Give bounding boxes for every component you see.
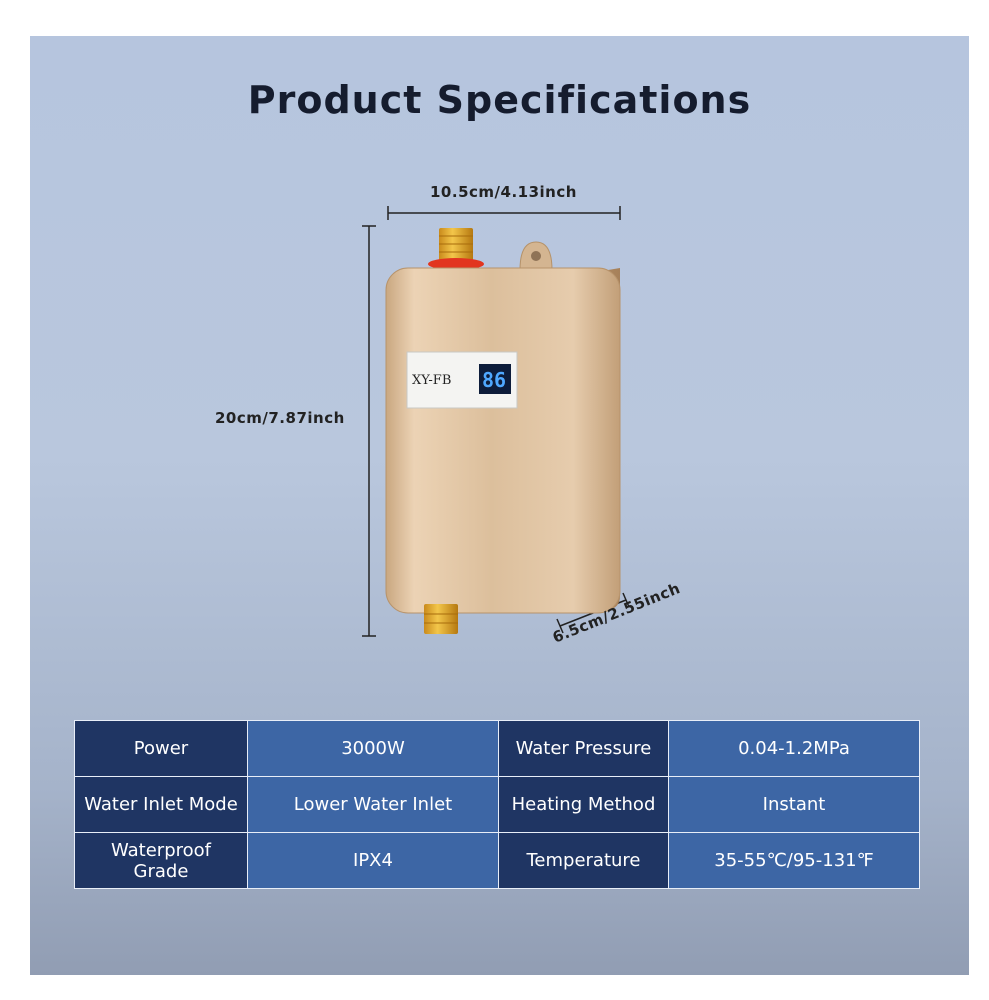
bottom-pipe-fitting [424, 604, 458, 634]
width-dimension-label: 10.5cm/4.13inch [430, 183, 577, 201]
height-dimension-label: 20cm/7.87inch [215, 409, 345, 427]
spec-value: 0.04-1.2MPa [668, 720, 920, 777]
device-illustration: XY-FB 86 [362, 206, 630, 637]
spec-label: Heating Method [498, 776, 669, 833]
spec-value: Instant [668, 776, 920, 833]
table-row: Power 3000W Water Pressure 0.04-1.2MPa [74, 720, 920, 777]
height-dimension-line [362, 225, 376, 637]
device-body [386, 268, 620, 613]
spec-value: Lower Water Inlet [247, 776, 499, 833]
spec-label: Power [74, 720, 248, 777]
hanging-tab [519, 241, 553, 271]
spec-table: Power 3000W Water Pressure 0.04-1.2MPa W… [74, 720, 920, 889]
spec-value: IPX4 [247, 832, 499, 889]
spec-value: 35-55℃/95-131℉ [668, 832, 920, 889]
display-panel [406, 351, 518, 409]
spec-label: Water Inlet Mode [74, 776, 248, 833]
page-title: Product Specifications [247, 78, 752, 122]
spec-label: Water Pressure [498, 720, 669, 777]
top-pipe-fitting [428, 228, 484, 270]
spec-value: 3000W [247, 720, 499, 777]
temperature-display: 86 [482, 368, 506, 392]
spec-label: Temperature [498, 832, 669, 889]
product-spec-panel: Product Specifications [30, 36, 969, 975]
width-dimension-line [387, 206, 621, 220]
model-label: XY-FB [412, 373, 451, 388]
table-row: Water Inlet Mode Lower Water Inlet Heati… [74, 776, 920, 833]
table-row: Waterproof Grade IPX4 Temperature 35-55℃… [74, 832, 920, 889]
spec-label: Waterproof Grade [74, 832, 248, 889]
